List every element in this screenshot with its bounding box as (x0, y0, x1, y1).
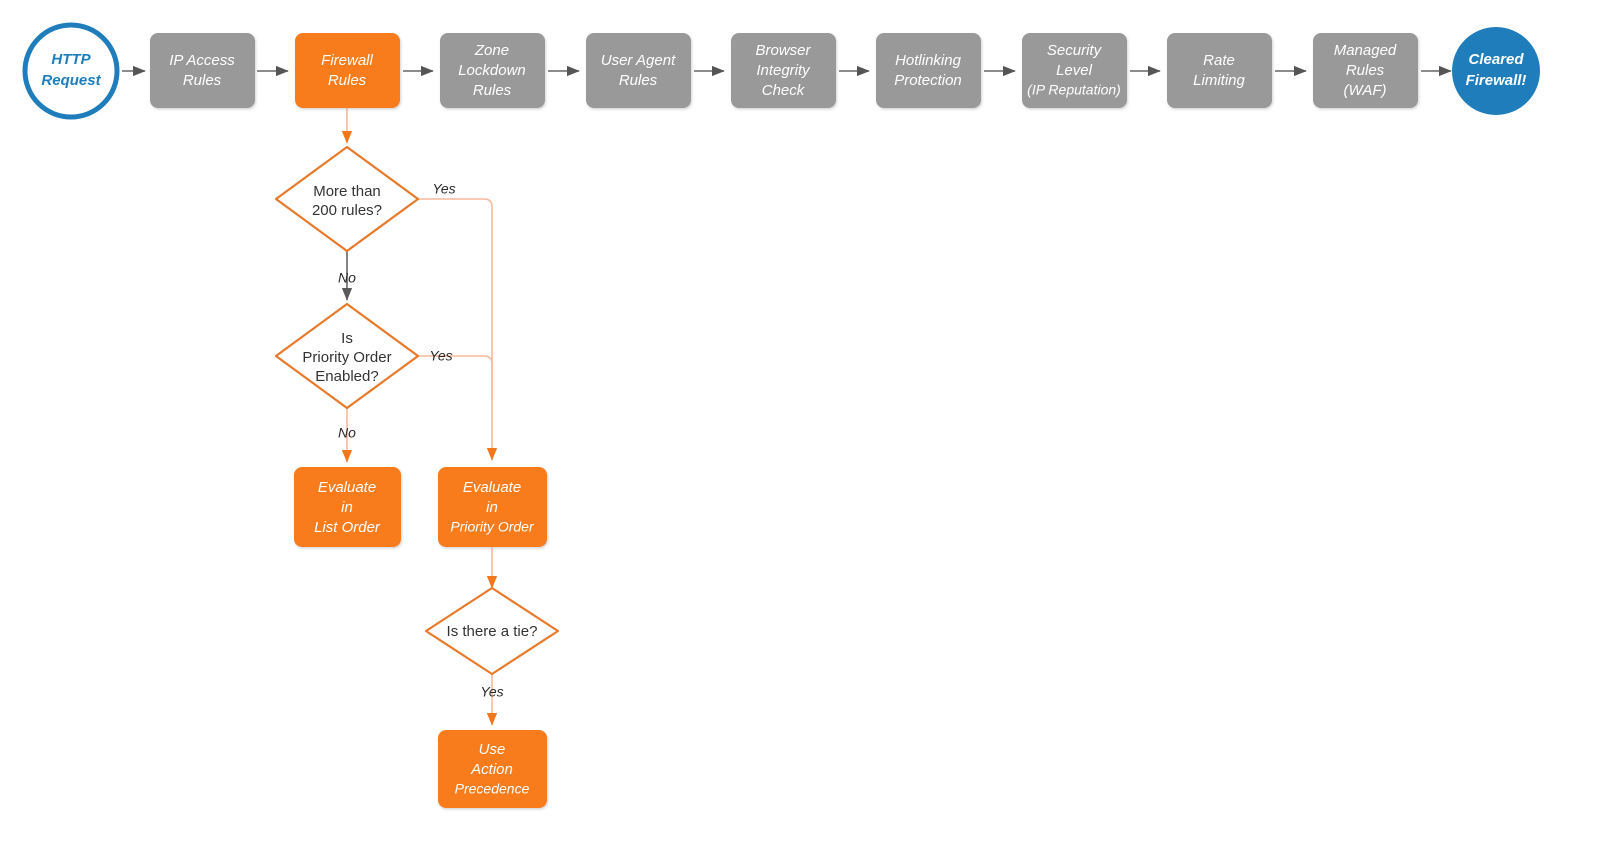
edge-yes-200-to-priority-order-box (418, 198, 498, 461)
security-level-label-line-3: (IP Reputation) (1027, 82, 1121, 98)
node-managed-rules-waf[interactable]: Managed Rules (WAF) (1313, 33, 1418, 108)
node-http-request[interactable]: HTTP Request (22, 22, 120, 120)
branch-connectors (341, 108, 498, 726)
use-action-precedence-label-line-3: Precedence (455, 781, 530, 797)
rate-limiting-label-line-1: Rate (1203, 52, 1235, 69)
browser-integrity-check-label-line-3: Check (762, 82, 806, 99)
user-agent-rules-label-line-2: Rules (619, 72, 658, 89)
decision-is-there-a-tie[interactable]: Is there a tie? (424, 586, 560, 676)
node-user-agent-rules[interactable]: User Agent Rules (586, 33, 691, 108)
is-priority-order-enabled-diamond[interactable] (274, 302, 420, 410)
rate-limiting-box[interactable] (1167, 33, 1272, 108)
managed-rules-waf-label-line-3: (WAF) (1343, 82, 1386, 99)
evaluate-in-list-order-label-line-3: List Order (314, 519, 381, 536)
use-action-precedence-box[interactable] (438, 730, 547, 808)
node-evaluate-in-list-order[interactable]: Evaluate in List Order (294, 467, 401, 547)
evaluate-in-list-order-box[interactable] (294, 467, 401, 547)
node-firewall-rules[interactable]: Firewall Rules (295, 33, 400, 108)
firewall-rules-label-line-2: Rules (328, 72, 367, 89)
evaluate-in-list-order-label-line-2: in (341, 499, 353, 516)
is-there-a-tie-diamond[interactable] (424, 586, 560, 676)
node-ip-access-rules[interactable]: IP Access Rules (150, 33, 255, 108)
edge-label-yes-priority-order: Yes (429, 348, 452, 364)
firewall-rules-box[interactable] (295, 33, 400, 108)
http-request-circle[interactable] (22, 22, 120, 120)
more-than-200-rules-diamond[interactable] (274, 145, 420, 253)
node-hotlinking-protection[interactable]: Hotlinking Protection (876, 33, 981, 108)
zone-lockdown-rules-label-line-3: Rules (473, 82, 512, 99)
evaluate-in-list-order-label-line-1: Evaluate (318, 479, 376, 496)
node-use-action-precedence[interactable]: Use Action Precedence (438, 730, 547, 808)
use-action-precedence-label-line-1: Use (479, 741, 506, 758)
rate-limiting-label-line-2: Limiting (1193, 72, 1245, 89)
zone-lockdown-rules-label-line-2: Lockdown (458, 62, 526, 79)
managed-rules-waf-label-line-1: Managed (1334, 42, 1397, 59)
user-agent-rules-box[interactable] (586, 33, 691, 108)
node-rate-limiting[interactable]: Rate Limiting (1167, 33, 1272, 108)
cleared-firewall-circle[interactable] (1452, 27, 1540, 115)
security-level-label-line-1: Security (1047, 42, 1103, 59)
browser-integrity-check-label-line-1: Browser (755, 42, 811, 59)
more-than-200-rules-label-line-1: More than (313, 183, 381, 200)
edge-label-yes-200-rules: Yes (432, 181, 455, 197)
is-there-a-tie-label-line-1: Is there a tie? (447, 623, 538, 640)
cleared-firewall-label-line-2: Firewall! (1466, 72, 1527, 89)
node-security-level[interactable]: Security Level (IP Reputation) (1022, 33, 1127, 108)
evaluate-in-priority-order-box[interactable] (438, 467, 547, 547)
decision-is-priority-order-enabled[interactable]: Is Priority Order Enabled? (274, 302, 420, 410)
is-priority-order-enabled-label-line-3: Enabled? (315, 368, 378, 385)
decision-more-than-200-rules[interactable]: More than 200 rules? (274, 145, 420, 253)
ip-access-rules-box[interactable] (150, 33, 255, 108)
is-priority-order-enabled-label-line-1: Is (341, 330, 353, 347)
security-level-label-line-2: Level (1056, 62, 1093, 79)
is-priority-order-enabled-label-line-2: Priority Order (302, 349, 391, 366)
http-request-label-line-1: HTTP (51, 51, 91, 68)
zone-lockdown-rules-box[interactable] (440, 33, 545, 108)
browser-integrity-check-box[interactable] (731, 33, 836, 108)
edge-label-no-priority-order: No (338, 425, 356, 441)
browser-integrity-check-label-line-2: Integrity (756, 62, 811, 79)
managed-rules-waf-label-line-2: Rules (1346, 62, 1385, 79)
hotlinking-protection-label-line-1: Hotlinking (895, 52, 962, 69)
node-cleared-firewall[interactable]: Cleared Firewall! (1452, 27, 1540, 115)
http-request-label-line-2: Request (41, 72, 101, 89)
firewall-rules-label-line-1: Firewall (321, 52, 373, 69)
evaluate-in-priority-order-label-line-1: Evaluate (463, 479, 521, 496)
edge-label-no-200-rules: No (338, 270, 356, 286)
ip-access-rules-label-line-2: Rules (183, 72, 222, 89)
edge-yes-priority-to-priority-order-box (418, 355, 493, 400)
more-than-200-rules-label-line-2: 200 rules? (312, 202, 382, 219)
use-action-precedence-label-line-2: Action (470, 761, 513, 778)
cleared-firewall-label-line-1: Cleared (1468, 51, 1524, 68)
managed-rules-waf-box[interactable] (1313, 33, 1418, 108)
hotlinking-protection-box[interactable] (876, 33, 981, 108)
node-browser-integrity-check[interactable]: Browser Integrity Check (731, 33, 836, 108)
node-zone-lockdown-rules[interactable]: Zone Lockdown Rules (440, 33, 545, 108)
zone-lockdown-rules-label-line-1: Zone (474, 42, 509, 59)
evaluate-in-priority-order-label-line-3: Priority Order (450, 519, 535, 535)
evaluate-in-priority-order-label-line-2: in (486, 499, 498, 516)
user-agent-rules-label-line-1: User Agent (601, 52, 676, 69)
security-level-box[interactable] (1022, 33, 1127, 108)
ip-access-rules-label-line-1: IP Access (169, 52, 235, 69)
hotlinking-protection-label-line-2: Protection (894, 72, 962, 89)
edge-label-yes-tie: Yes (480, 684, 503, 700)
node-evaluate-in-priority-order[interactable]: Evaluate in Priority Order (438, 467, 547, 547)
edge-labels: Yes No Yes No Yes (338, 181, 504, 700)
